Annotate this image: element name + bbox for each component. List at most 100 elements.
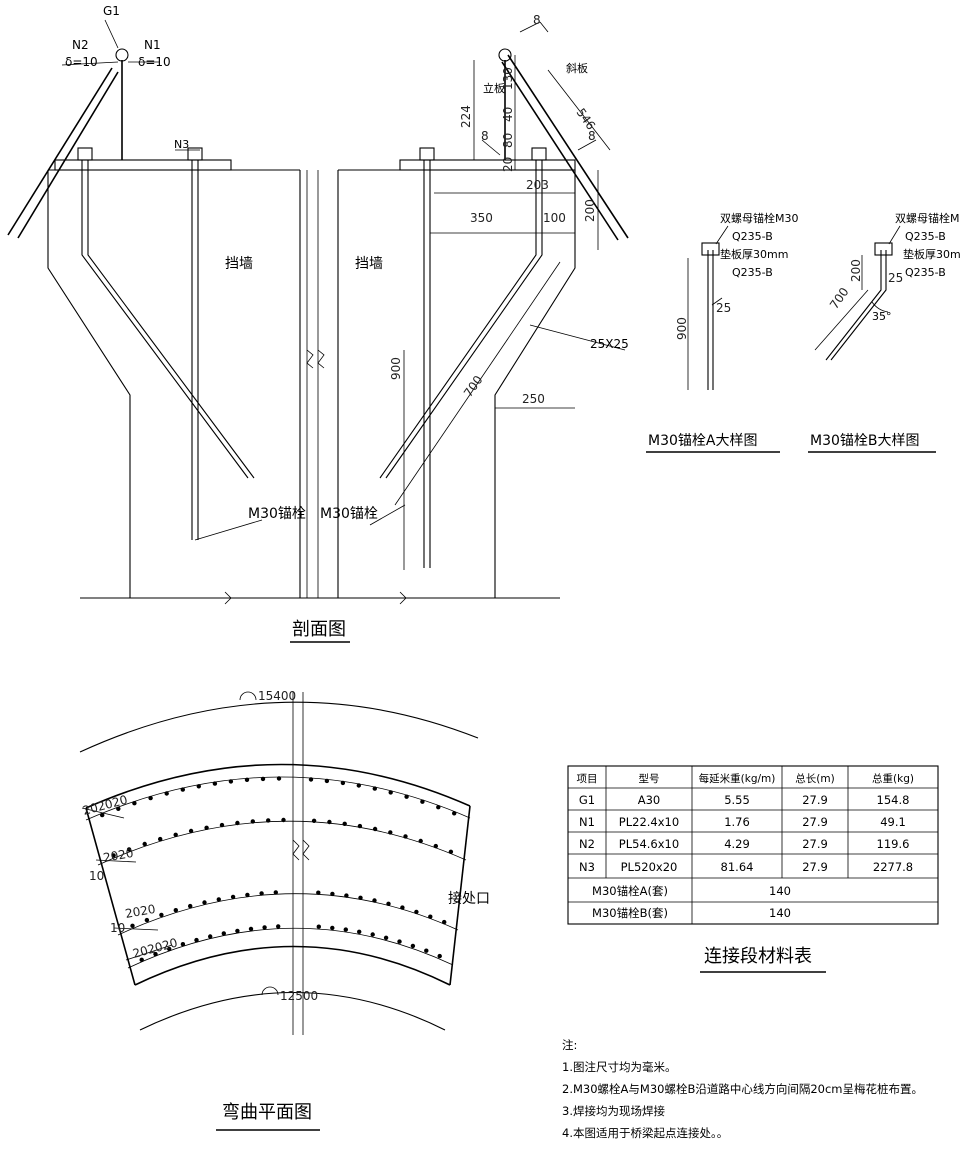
label-n2: N2 (72, 38, 89, 52)
right-top-plate (399, 159, 576, 171)
plan-left-edge (85, 807, 136, 986)
note-item-1: 1.图注尺寸均为毫米。 (562, 1060, 677, 1074)
anchor-bolt-dot (410, 943, 416, 949)
table-title: 连接段材料表 (704, 946, 812, 967)
right-wall-outline (494, 170, 576, 598)
break-symbol-b (317, 349, 325, 369)
anchor-bolt-dot (433, 843, 438, 849)
plan-inner-dim-arc (139, 992, 446, 1031)
anchor-bolt-dot (248, 926, 254, 932)
anchor-bolt-dot (414, 909, 419, 915)
detail-b-leader (888, 225, 901, 245)
plan-spacing-1: 202020 (81, 793, 129, 818)
detail-a-leader (715, 225, 729, 245)
table-header-cell: 型号 (639, 772, 660, 785)
detail-b-700: 700 (827, 285, 852, 312)
label-wall-right: 挡墙 (355, 256, 383, 272)
anchor-bolt-dot (308, 777, 314, 782)
plan-spacing-2: 10 (89, 869, 104, 883)
plan-inner-line-3 (117, 893, 459, 936)
anchor-bolt-dot (397, 939, 402, 944)
table-header-cell: 总长(m) (795, 772, 834, 785)
anchor-bolt-dot (173, 832, 178, 837)
plan-spacing-5: 2020 (124, 902, 157, 921)
detail-b-25: 25 (888, 271, 903, 285)
dim-100: 100 (543, 211, 566, 225)
anchor-bolt-dot (208, 934, 213, 939)
anchor-bolt-dot (188, 828, 194, 834)
dim-20: 20 (501, 157, 515, 172)
dim-250: 250 (522, 392, 545, 406)
table-cell: 81.64 (721, 860, 754, 874)
table-summary-value: 140 (769, 906, 791, 920)
detail-b-grade2: Q235-B (905, 266, 946, 279)
label-anchor-right: M30锚栓 (320, 506, 378, 522)
note-item-2: 2.M30螺栓A与M30螺栓B沿道路中心线方向间隔20cm呈梅花桩布置。 (562, 1082, 923, 1096)
anchor-bolt-dot (324, 778, 330, 784)
plan-spacing-dimension-lines (81, 807, 173, 961)
anchor-bolt-dot (327, 819, 332, 825)
anchor-bolt-dot (216, 897, 221, 902)
anchor-bolt-dot (383, 935, 389, 940)
radius-outer-marker (239, 691, 257, 701)
left-nut-a (187, 147, 203, 161)
table-cell: 119.6 (877, 837, 910, 851)
table-grid (568, 766, 938, 924)
label-n2-delta: δ=10 (65, 55, 98, 69)
dim-900: 900 (389, 357, 403, 380)
plan-title: 弯曲平面图 (222, 1102, 312, 1123)
right-nut-b (531, 147, 547, 161)
table-cell: 1.76 (724, 815, 750, 829)
table-cell: N2 (579, 837, 595, 851)
anchor-bolt-dot (159, 912, 164, 918)
anchor-bolt-dot (132, 801, 137, 806)
table-header-cell: 总重(kg) (872, 772, 914, 785)
anchor-bolt-dot (437, 953, 442, 959)
right-anchor-leader (369, 504, 406, 526)
detail-b-title: M30锚栓B大样图 (810, 433, 920, 449)
anchor-bolt-dot (344, 893, 349, 898)
n2-plate-edge (17, 71, 119, 239)
detail-b-angle-arc (871, 301, 889, 313)
anchor-bolt-dot (266, 818, 271, 823)
right-slant-plate-edge (501, 61, 619, 241)
label-n3: N3 (174, 138, 189, 151)
section-leader-lines (61, 19, 200, 151)
anchor-bolt-dot (311, 818, 317, 823)
plan-break-symbol-b (302, 839, 310, 861)
section-title: 剖面图 (292, 619, 346, 640)
anchor-bolt-dot (358, 895, 363, 900)
anchor-bolt-dot (126, 847, 132, 852)
n2-plate (7, 67, 113, 236)
joint-label: 接处口 (448, 890, 490, 907)
anchor-bolt-dot (260, 776, 266, 782)
anchor-bolt-dot (357, 823, 363, 829)
detail-b-grade1: Q235-B (905, 230, 946, 243)
anchor-bolt-dot (452, 811, 457, 816)
section-view: G1 N2 δ=10 N1 δ=10 N3 挡墙 挡墙 M30锚栓 M30锚栓 … (7, 4, 629, 643)
anchor-bolt-dot (281, 817, 286, 823)
plan-spacing-4: 10 (110, 921, 125, 935)
dim-80: 80 (501, 133, 515, 148)
table-cell: PL54.6x10 (619, 837, 679, 851)
anchor-bolt-dot (164, 791, 169, 796)
anchor-bolt-dot (372, 898, 377, 903)
table-cell: N3 (579, 860, 595, 874)
anchor-bolt-dot (235, 820, 240, 826)
anchor-bolt-dot (139, 957, 144, 962)
break-symbol-a (306, 349, 314, 369)
detail-b-angle: 35° (872, 310, 892, 323)
detail-a-25: 25 (716, 301, 731, 315)
right-anchor-b (379, 160, 537, 479)
left-anchor-b (81, 160, 249, 479)
left-wall-outline (47, 170, 131, 598)
angle-leader (529, 324, 626, 351)
detail-b-dim-700 (814, 289, 869, 351)
table-frame (567, 765, 939, 925)
anchor-bolt-dot (180, 787, 185, 792)
dim-8-right: 8 (588, 129, 596, 143)
anchor-bolt-dot (259, 891, 264, 896)
label-vertical-plate: 立板 (483, 81, 505, 95)
section-dimension-lines (394, 21, 611, 570)
